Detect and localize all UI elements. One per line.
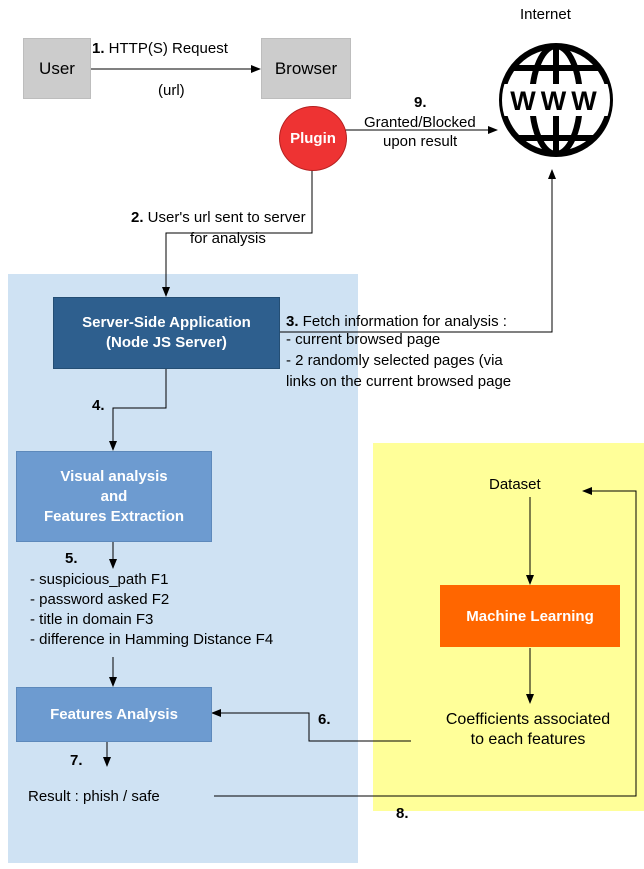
user-box: User (23, 38, 91, 99)
step-1-label: 1. HTTP(S) Request (92, 40, 228, 58)
globe-icon: WWW (499, 43, 613, 157)
arrow-8 (214, 487, 637, 797)
step-9-number: 9. (414, 94, 427, 111)
internet-label: Internet (520, 6, 571, 23)
step-2-number: 2. (131, 209, 144, 226)
coefficients-node: Coefficients associated to each features (412, 710, 644, 750)
browser-label: Browser (274, 58, 338, 78)
step-4-number: 4. (92, 397, 105, 414)
step-3-item-1: - current browsed page (286, 331, 441, 348)
feature-item: - difference in Hamming Distance F4 (30, 631, 274, 648)
plugin-node: Plugin (279, 106, 347, 171)
coefficients-line-2: to each features (470, 731, 586, 748)
browser-box: Browser (261, 38, 351, 99)
arrow-3 (270, 169, 556, 336)
server-side-panel (8, 274, 358, 863)
visual-line-3: Features Extraction (43, 507, 185, 525)
machine-learning-label: Machine Learning (466, 607, 594, 625)
step-3-number: 3. (286, 313, 299, 330)
step-3-label: 3. Fetch information for analysis : (286, 313, 507, 331)
visual-line-2: and (100, 487, 128, 505)
step-1-number: 1. (92, 40, 105, 57)
features-analysis-box: Features Analysis (16, 687, 212, 742)
step-3-text: Fetch information for analysis : (298, 313, 507, 330)
dataset-label: Dataset (489, 476, 541, 493)
step-5-number: 5. (65, 550, 78, 567)
features-list: - suspicious_path F1 - password asked F2… (30, 570, 273, 650)
server-side-application-box: Server-Side Application (Node JS Server) (53, 297, 280, 369)
server-line-1: Server-Side Application (82, 314, 251, 331)
step-3-item-2: - 2 randomly selected pages (via (286, 352, 503, 369)
step-9-line2: upon result (383, 133, 458, 150)
server-line-2: (Node JS Server) (106, 334, 227, 351)
feature-item: - password asked F2 (30, 591, 170, 608)
step-1-text: HTTP(S) Request (104, 40, 228, 57)
step-2-sub: for analysis (190, 230, 266, 247)
step-6-number: 6. (318, 711, 331, 728)
feature-item: - suspicious_path F1 (30, 571, 169, 588)
step-1-sub: (url) (158, 82, 185, 99)
step-3-item-3: links on the current browsed page (286, 373, 512, 390)
plugin-label: Plugin (290, 130, 336, 147)
arrow-4 (109, 368, 167, 451)
svg-text:WWW: WWW (510, 86, 601, 116)
coefficients-line-1: Coefficients associated (445, 711, 611, 728)
visual-analysis-box: Visual analysis and Features Extraction (16, 451, 212, 542)
step-9-line1: Granted/Blocked (364, 114, 476, 131)
step-2-label: 2. User's url sent to server (131, 209, 306, 227)
feature-item: - title in domain F3 (30, 611, 154, 628)
features-analysis-label: Features Analysis (50, 705, 178, 723)
step-8-number: 8. (396, 805, 409, 822)
user-label: User (39, 58, 75, 78)
result-label: Result : phish / safe (28, 788, 160, 805)
visual-line-1: Visual analysis (60, 467, 168, 485)
step-7-number: 7. (70, 752, 83, 769)
step-2-text: User's url sent to server (143, 209, 306, 226)
machine-learning-box: Machine Learning (440, 585, 620, 647)
arrow-6 (211, 709, 411, 742)
